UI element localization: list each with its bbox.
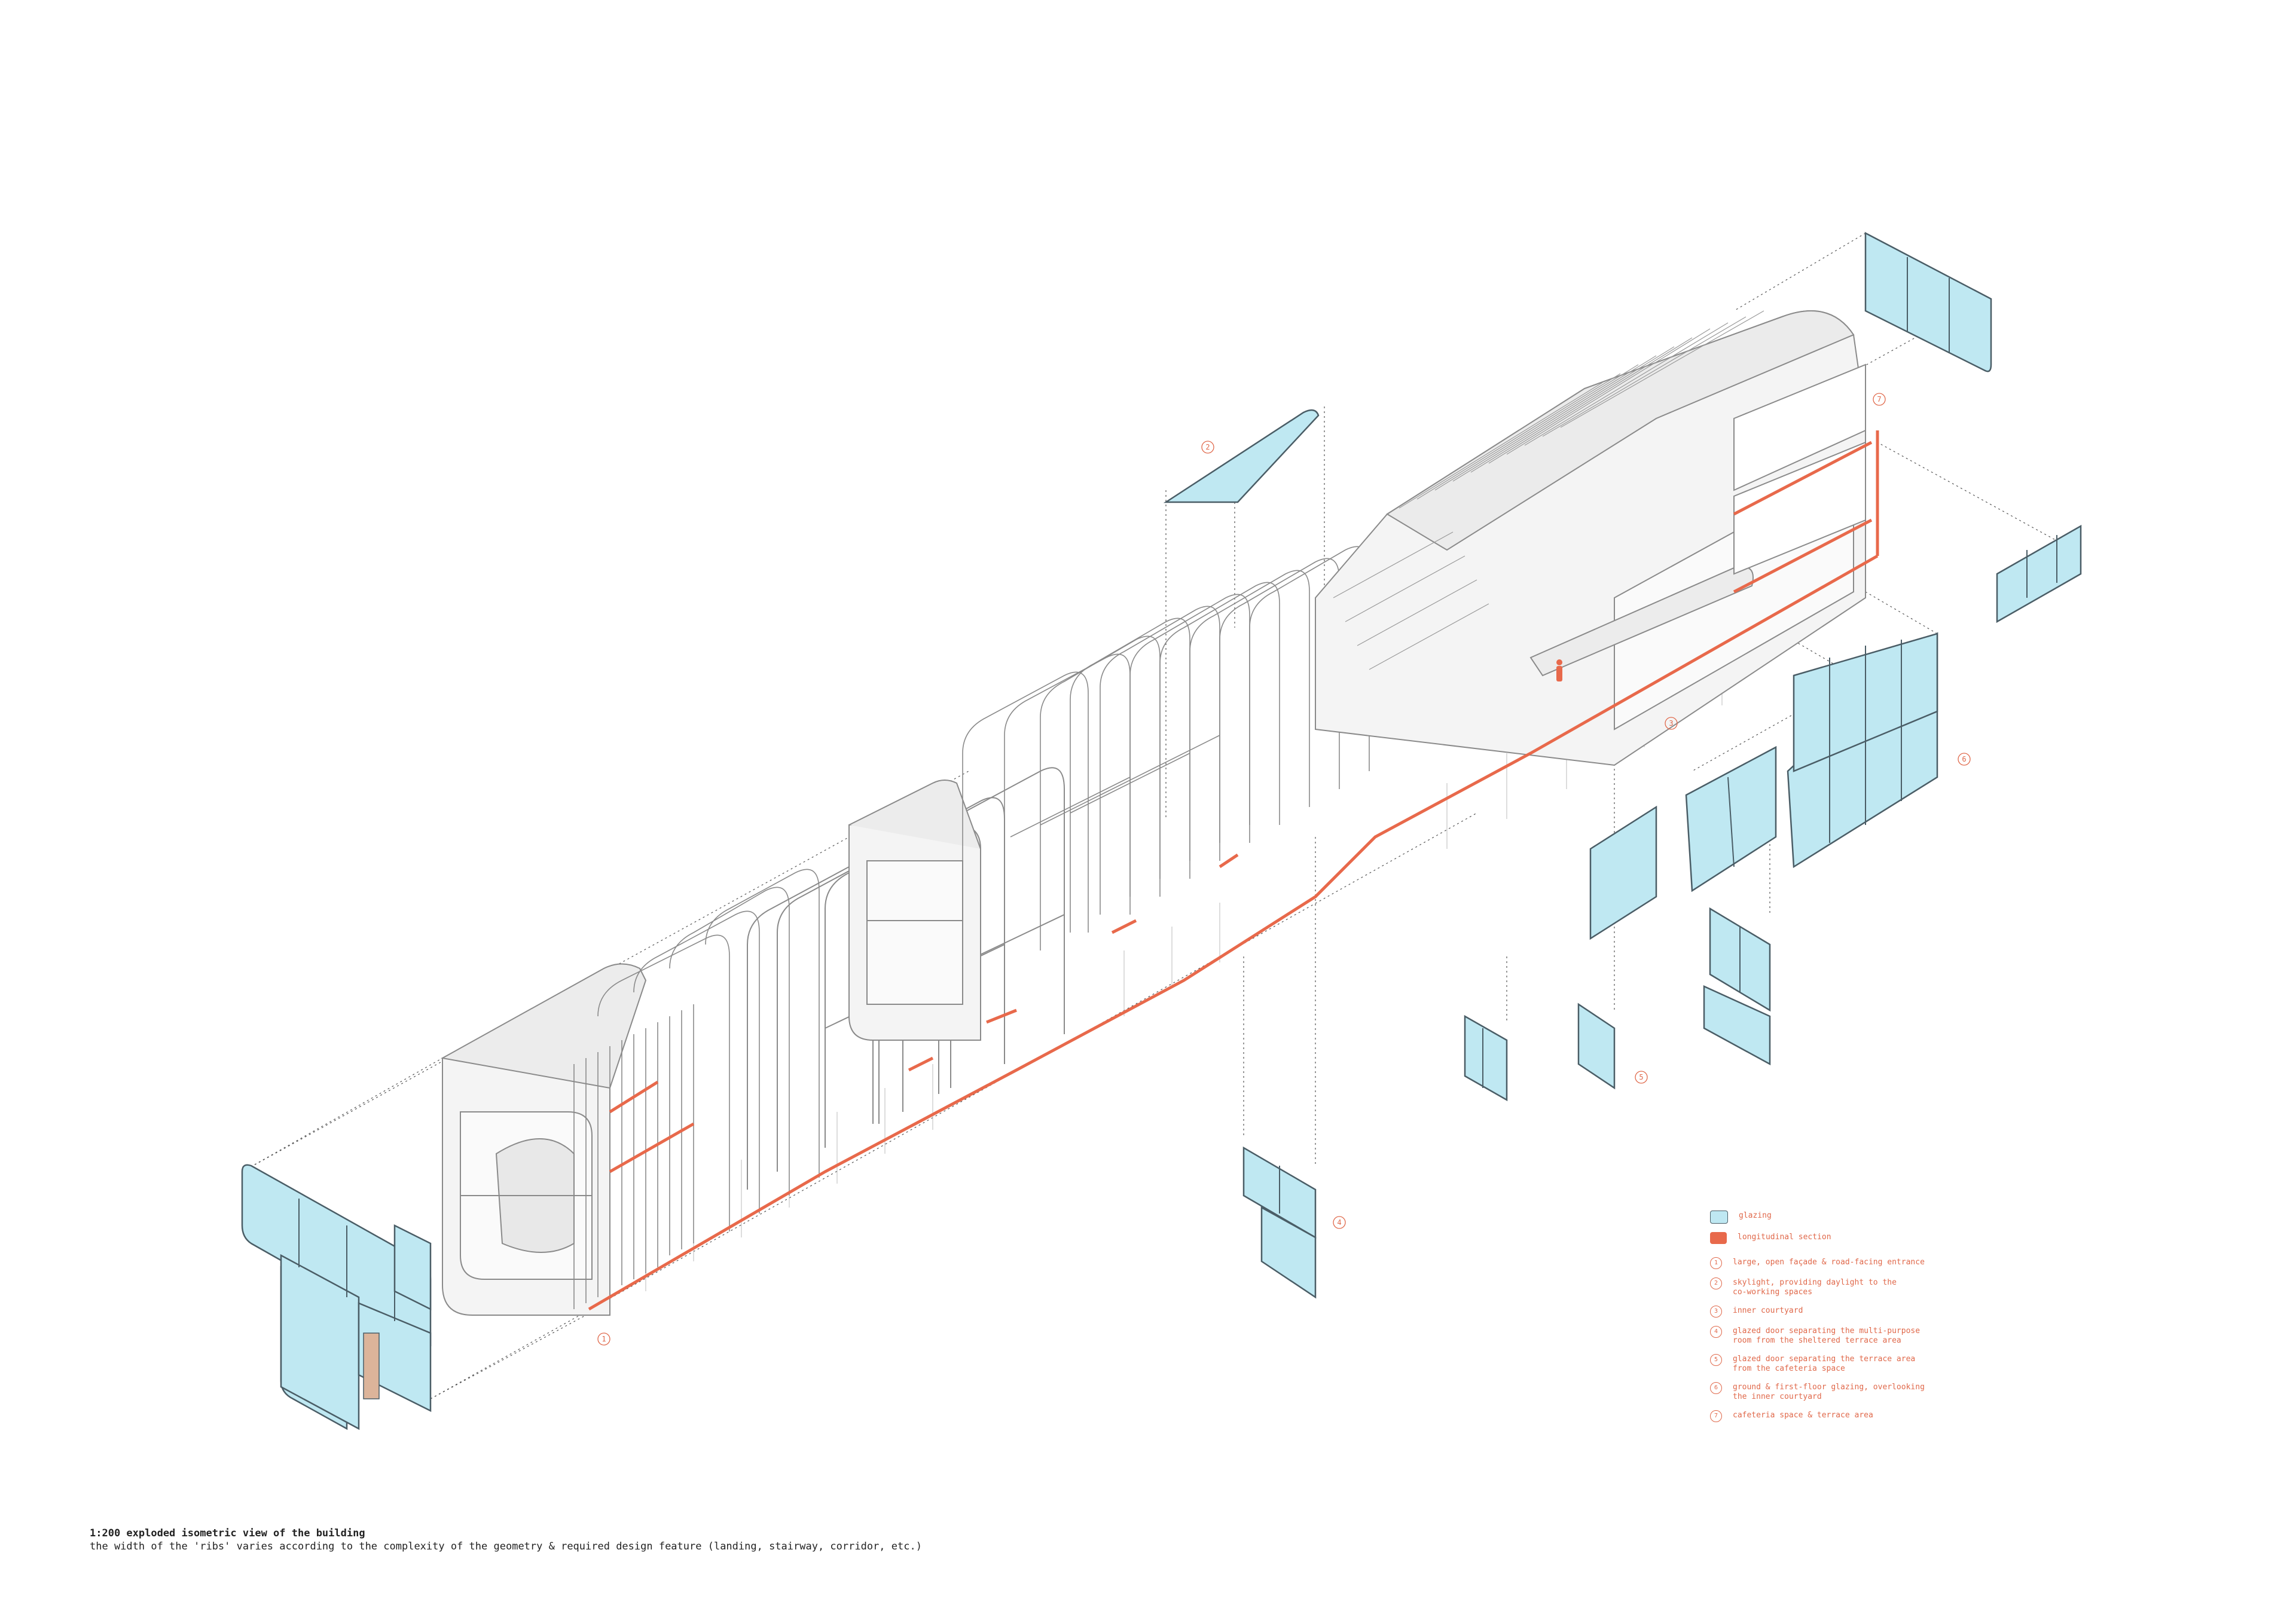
front-rib-stack xyxy=(573,869,820,1309)
legend-number: 7 xyxy=(1710,1410,1722,1422)
legend-section-label: longitudinal section xyxy=(1738,1233,1831,1242)
callout-markers xyxy=(597,393,1971,1346)
legend-glazing: glazing xyxy=(1710,1211,2021,1224)
callout-5: 5 xyxy=(1639,1073,1643,1081)
callout-7: 7 xyxy=(1877,395,1881,404)
rear-rib-cluster xyxy=(962,546,1370,986)
legend-item: 1 large, open façade & road-facing entra… xyxy=(1710,1257,2021,1269)
glazing-door-6-b xyxy=(1703,985,1771,1066)
legend-number: 6 xyxy=(1710,1382,1722,1394)
front-end-block xyxy=(441,963,647,1316)
figure-caption: 1:200 exploded isometric view of the bui… xyxy=(90,1527,922,1552)
caption-title: 1:200 exploded isometric view of the bui… xyxy=(90,1527,365,1539)
legend-number: 3 xyxy=(1710,1306,1722,1318)
callout-4: 4 xyxy=(1337,1218,1341,1227)
glazing-door-5-b xyxy=(1577,1002,1616,1090)
legend-item-text: inner courtyard xyxy=(1733,1306,1803,1315)
rear-volume-ribs xyxy=(1333,310,1764,670)
longitudinal-section xyxy=(588,430,1879,1311)
legend-item-text: ground & first-floor glazing, overlookin… xyxy=(1733,1383,1925,1401)
legend-item-text: glazed door separating the terrace area … xyxy=(1733,1355,1916,1373)
callout-6: 6 xyxy=(1962,755,1966,763)
callout-2: 2 xyxy=(1205,443,1210,451)
glazing-door-4-lower xyxy=(1260,1206,1317,1299)
legend-item-text: skylight, providing daylight to the co-w… xyxy=(1733,1278,1897,1297)
rear-main-volume xyxy=(1315,310,1866,766)
glazing-skylight xyxy=(1163,409,1320,503)
glazing-mullions xyxy=(298,257,2057,1321)
glazing-rear-end xyxy=(1864,231,1992,372)
legend-item: 7 cafeteria space & terrace area xyxy=(1710,1410,2021,1422)
glazing-door-5-a xyxy=(1464,1014,1508,1102)
legend-item-text: glazed door separating the multi-purpose… xyxy=(1733,1326,1921,1345)
caption-subtitle: the width of the 'ribs' varies according… xyxy=(90,1541,922,1552)
callout-1: 1 xyxy=(602,1335,606,1343)
legend-item: 5 glazed door separating the terrace are… xyxy=(1710,1354,2021,1374)
callout-3: 3 xyxy=(1669,719,1673,728)
projection-lines xyxy=(242,233,2063,1399)
legend-number: 2 xyxy=(1710,1277,1722,1289)
entrance-door-panel xyxy=(363,1332,380,1399)
legend-item: 4 glazed door separating the multi-purpo… xyxy=(1710,1326,2021,1346)
legend-section: longitudinal section xyxy=(1710,1232,2021,1244)
legend-item: 6 ground & first-floor glazing, overlook… xyxy=(1710,1382,2021,1402)
legend-item-text: cafeteria space & terrace area xyxy=(1733,1411,1873,1420)
legend-item: 2 skylight, providing daylight to the co… xyxy=(1710,1277,2021,1297)
glazing-swatch xyxy=(1710,1211,1728,1224)
glazing-panels xyxy=(241,231,2082,1431)
legend-item-text: large, open façade & road-facing entranc… xyxy=(1733,1258,1925,1267)
legend: glazing longitudinal section 1 large, op… xyxy=(1710,1211,2021,1431)
middle-solid-rib xyxy=(848,780,981,1041)
legend-number: 5 xyxy=(1710,1354,1722,1366)
glazing-terrace-b xyxy=(1589,805,1657,940)
glazing-front-door xyxy=(280,1254,360,1431)
glazing-rear-side xyxy=(1996,524,2082,623)
legend-number: 4 xyxy=(1710,1326,1722,1338)
section-swatch xyxy=(1710,1232,1727,1244)
person-figure xyxy=(1556,659,1562,681)
legend-glazing-label: glazing xyxy=(1739,1211,1772,1220)
legend-number: 1 xyxy=(1710,1257,1722,1269)
legend-item: 3 inner courtyard xyxy=(1710,1306,2021,1318)
